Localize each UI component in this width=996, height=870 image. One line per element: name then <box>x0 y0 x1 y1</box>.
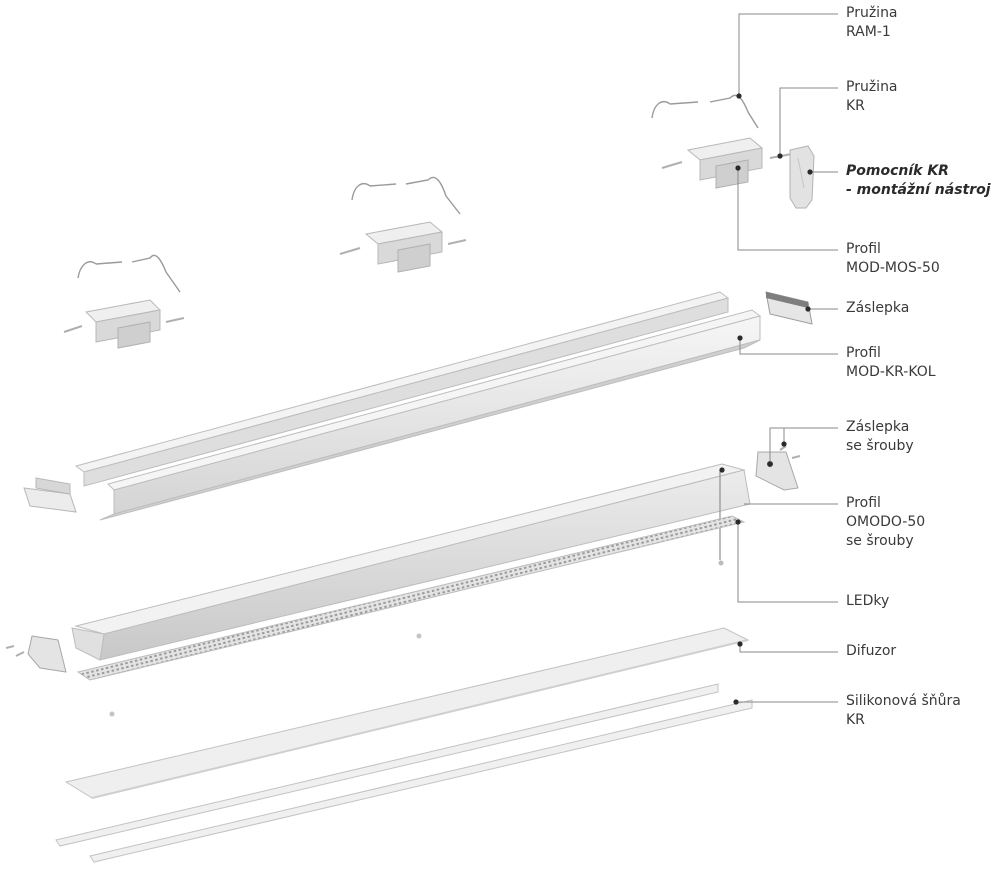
label-spring-ram-1: Pružina RAM-1 <box>846 4 898 42</box>
endcap-with-screws-left <box>5 635 67 673</box>
label-line: MOD-KR-KOL <box>846 364 936 380</box>
endcap-with-screws-right <box>755 445 801 491</box>
label-line: OMODO-50 <box>846 514 926 530</box>
label-line: Pružina <box>846 79 898 95</box>
label-silicone-cord: Silikonová šňůra KR <box>846 692 961 730</box>
label-line: Záslepka <box>846 419 910 435</box>
leader-profile-mos <box>737 168 838 251</box>
label-line: Profil <box>846 345 881 361</box>
leader-profile-kr-kol <box>739 338 838 355</box>
label-line: RAM-1 <box>846 24 891 40</box>
label-line: Pomocník KR <box>846 163 949 179</box>
label-line: Záslepka <box>846 300 910 316</box>
label-line: Profil <box>846 241 881 257</box>
label-spring-kr: Pružina KR <box>846 78 898 116</box>
endcap-right <box>765 291 813 325</box>
leader-diffuser <box>739 644 838 653</box>
label-line: MOD-MOS-50 <box>846 260 940 276</box>
label-line: - montážní nástroj <box>846 182 991 198</box>
leader-spring-ram <box>738 13 838 96</box>
helper-tool-kr <box>789 145 815 209</box>
profile-mod-kr-kol <box>74 291 762 521</box>
label-line: se šrouby <box>846 533 914 549</box>
label-helper-tool-kr: Pomocník KR - montážní nástroj <box>846 162 991 200</box>
leader-spring-kr <box>779 87 838 156</box>
leader-leds <box>737 522 838 603</box>
profile-omodo-50 <box>71 463 751 661</box>
label-profile-mod-kr-kol: Profil MOD-KR-KOL <box>846 344 936 382</box>
label-profile-mod-mos-50: Profil MOD-MOS-50 <box>846 240 940 278</box>
profile-mod-mos-50 <box>661 137 764 189</box>
label-line: Silikonová šňůra <box>846 693 961 709</box>
leader-dots <box>719 93 813 705</box>
label-endcap: Záslepka <box>846 299 909 318</box>
label-profile-omodo-50: Profil OMODO-50 se šrouby <box>846 494 925 551</box>
label-line: KR <box>846 98 865 114</box>
label-line: LEDky <box>846 593 890 609</box>
label-line: Profil <box>846 495 881 511</box>
leader-lines <box>736 13 838 703</box>
mounting-bracket-left <box>63 299 185 349</box>
led-strip <box>76 515 746 681</box>
label-leds: LEDky <box>846 592 889 611</box>
screws <box>109 633 422 717</box>
silicone-cord <box>55 683 753 863</box>
label-endcap-with-screws: Záslepka se šrouby <box>846 418 914 456</box>
leader-endcap-screws <box>769 427 838 464</box>
label-line: se šrouby <box>846 438 914 454</box>
mounting-clip-middle <box>351 176 461 215</box>
label-line: Difuzor <box>846 643 897 659</box>
endcap-left <box>23 477 77 513</box>
mounting-bracket-middle <box>339 221 467 273</box>
mounting-clip-left <box>77 254 181 293</box>
label-line: Pružina <box>846 5 898 21</box>
diffuser <box>64 627 750 799</box>
label-diffuser: Difuzor <box>846 642 896 661</box>
spring-ram-1 <box>651 94 759 129</box>
label-line: KR <box>846 712 865 728</box>
